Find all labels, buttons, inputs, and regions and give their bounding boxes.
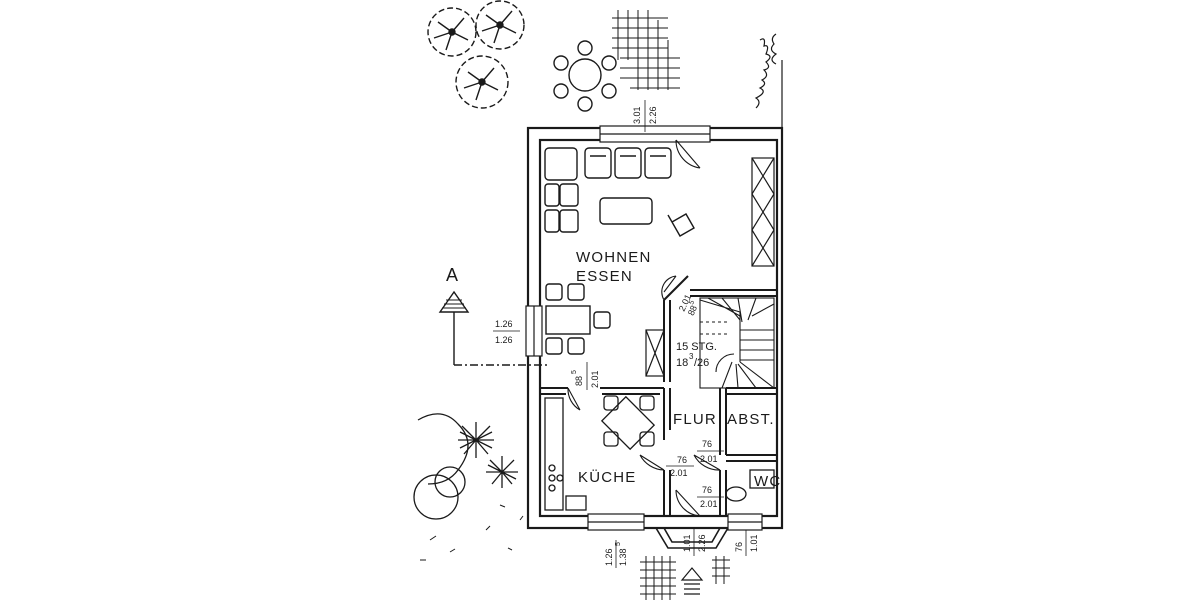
storage-closet [645, 329, 665, 377]
dim-stair-door: 2.01 88 5 [677, 293, 699, 317]
stair-rise-label: 18 3 /26 [676, 352, 709, 369]
dim-side-window-height: 1.26 [495, 335, 513, 345]
tree-canopy-2 [475, 0, 525, 50]
window-openings [525, 125, 763, 531]
svg-text:1.01: 1.01 [682, 534, 692, 552]
dim-entrance: 1.01 2.26 [682, 528, 707, 556]
dim-wc-door-height: 2.01 [700, 499, 718, 509]
svg-text:76: 76 [734, 542, 744, 552]
entrance-arrow [680, 567, 704, 595]
entrance-grid [640, 556, 676, 600]
svg-text:2.01: 2.01 [590, 370, 600, 388]
svg-text:88: 88 [574, 376, 584, 386]
room-label-abst: ABST. [727, 411, 775, 428]
dim-kitchen-door: 88 5 2.01 [571, 362, 600, 390]
dim-flur-door-height: 2.01 [670, 468, 688, 478]
wall-cabinet [751, 157, 775, 267]
armchair [667, 213, 695, 237]
coffee-table [599, 197, 653, 225]
svg-text:3: 3 [689, 352, 694, 361]
sofa-set [544, 147, 672, 233]
interior-walls [540, 275, 777, 516]
bottom-garden [413, 413, 524, 561]
svg-text:1.01: 1.01 [749, 534, 759, 552]
section-marker-label: A [446, 265, 458, 285]
shrub-2 [486, 456, 518, 488]
svg-text:/26: /26 [694, 357, 709, 369]
svg-text:88: 88 [686, 304, 699, 317]
dim-side-window-width: 1.26 [495, 319, 513, 329]
dim-wc-door-width: 76 [702, 485, 712, 495]
section-marker: A [438, 265, 548, 366]
tree-cluster-top [427, 0, 525, 109]
dim-kitchen-window: 1.26 1.38 5 [604, 540, 628, 568]
tree-canopy-3 [455, 55, 509, 109]
wc-fixtures [725, 469, 775, 502]
hedge [754, 33, 783, 128]
svg-text:1.38: 1.38 [618, 548, 628, 566]
svg-text:1.26: 1.26 [604, 548, 614, 566]
svg-text:5: 5 [571, 370, 578, 374]
dim-flur-door-width: 76 [677, 455, 687, 465]
svg-text:2.26: 2.26 [697, 534, 707, 552]
dining-set [545, 283, 611, 355]
dim-top-window-height: 2.26 [648, 106, 658, 124]
entrance-bay [655, 527, 729, 549]
svg-text:5: 5 [615, 542, 622, 546]
dim-wc-window: 76 1.01 [734, 530, 759, 556]
dim-abst-door-height: 2.01 [700, 454, 718, 464]
staircase [699, 297, 775, 389]
room-label-wohnen: WOHNEN [576, 249, 652, 266]
svg-text:18: 18 [676, 357, 688, 369]
room-label-kueche: KÜCHE [578, 468, 637, 486]
svg-text:5: 5 [688, 299, 696, 306]
garden-table-set [553, 40, 617, 112]
shrub-1 [458, 422, 494, 458]
room-label-essen: ESSEN [576, 268, 633, 285]
tree-canopy-1 [427, 7, 477, 57]
dim-abst-door-width: 76 [702, 439, 712, 449]
stair-steps-label: 15 STG. [676, 341, 717, 353]
room-label-flur: FLUR [673, 411, 717, 428]
door-swings [567, 139, 721, 517]
room-label-wc: WC [754, 473, 781, 490]
kitchen-furniture [544, 395, 656, 511]
terrace-grid [612, 10, 680, 90]
dim-top-window-width: 3.01 [632, 106, 642, 124]
